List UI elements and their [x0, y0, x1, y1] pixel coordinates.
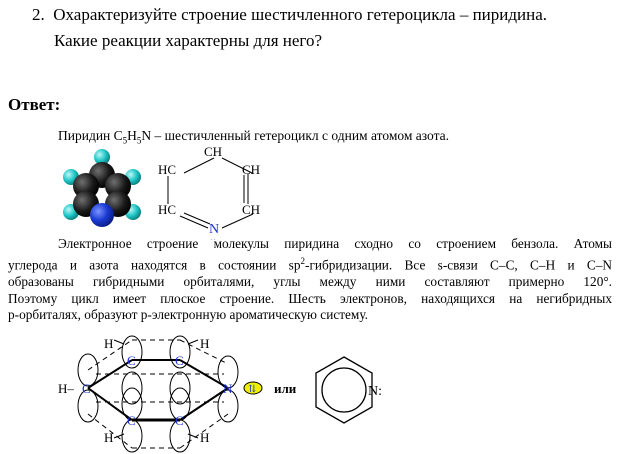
carbon-label: C — [175, 413, 184, 428]
intro-mid: H — [127, 128, 137, 143]
lone-pair-orbital — [243, 381, 263, 395]
intro-suffix: N – шестичленный гетероцикл с одним атом… — [141, 128, 450, 143]
ch-right-top-label: CH — [242, 162, 260, 177]
carbon-label: C — [175, 353, 184, 368]
paragraph-line: образованы гибридными орбиталями, углы м… — [8, 273, 612, 289]
question-text-2: Какие реакции характерны для него? — [54, 31, 322, 50]
question-line-2: Какие реакции характерны для него? — [32, 28, 616, 54]
intro-line: Пиридин C5H5N – шестичленный гетероцикл … — [58, 128, 449, 146]
nitrogen-colon-label: N: — [368, 384, 382, 399]
paragraph-line: Поэтому цикл имеет плоское строение. Шес… — [8, 290, 612, 306]
lone-pair-dots: .. — [210, 230, 216, 240]
hc-left-top-label: HC — [158, 162, 176, 177]
question: 2. Охарактеризуйте строение шестичленног… — [32, 2, 616, 54]
hydrogen-label: H — [200, 430, 209, 445]
pyridine-aromatic-hexagon: N: — [315, 356, 382, 424]
question-number: 2. — [32, 5, 45, 24]
hydrogen-label: H — [104, 430, 113, 445]
answer-label: Ответ: — [8, 95, 61, 114]
pyridine-space-filling-model — [63, 149, 141, 227]
hc-left-bottom-label: HC — [158, 202, 176, 217]
intro-prefix: Пиридин C — [58, 128, 123, 143]
paragraph-line: Электронное строение молекулы пиридина с… — [58, 236, 612, 251]
pyridine-orbital-diagram: ⇅ H H H H H– C C C C C N — [58, 335, 263, 453]
or-text: или — [274, 381, 297, 396]
nitrogen-atom — [90, 203, 114, 227]
electronic-structure-paragraph: Электронное строение молекулы пиридина с… — [8, 236, 612, 324]
carbon-label: C — [82, 381, 91, 396]
paragraph-line: углерода и азота находятся в состоянии s… — [8, 255, 612, 273]
paragraph-line: р-орбиталях, образуют р-электронную аром… — [8, 307, 368, 323]
intro-sub-1: 5 — [122, 135, 128, 146]
ch-right-bottom-label: CH — [242, 202, 260, 217]
carbon-label: C — [127, 353, 136, 368]
lone-pair-arrows: ⇅ — [248, 384, 256, 395]
hydrogen-atom — [94, 149, 110, 165]
intro-sub-2: 5 — [136, 135, 142, 146]
hydrogen-dash-label: H– — [58, 381, 74, 396]
pyridine-structural-formula: CH HC CH HC CH N .. — [158, 144, 260, 240]
carbon-atom — [105, 173, 131, 199]
question-text-1: Охарактеризуйте строение шестичленного г… — [53, 5, 547, 24]
question-line-1: 2. Охарактеризуйте строение шестичленног… — [32, 2, 616, 28]
carbon-label: C — [127, 413, 136, 428]
nitrogen-label: N — [223, 381, 233, 396]
hydrogen-label: H — [200, 336, 209, 351]
hydrogen-label: H — [104, 336, 113, 351]
nitrogen-label: N — [209, 222, 219, 237]
ch-top-label: CH — [204, 144, 222, 159]
carbon-atom — [73, 173, 99, 199]
